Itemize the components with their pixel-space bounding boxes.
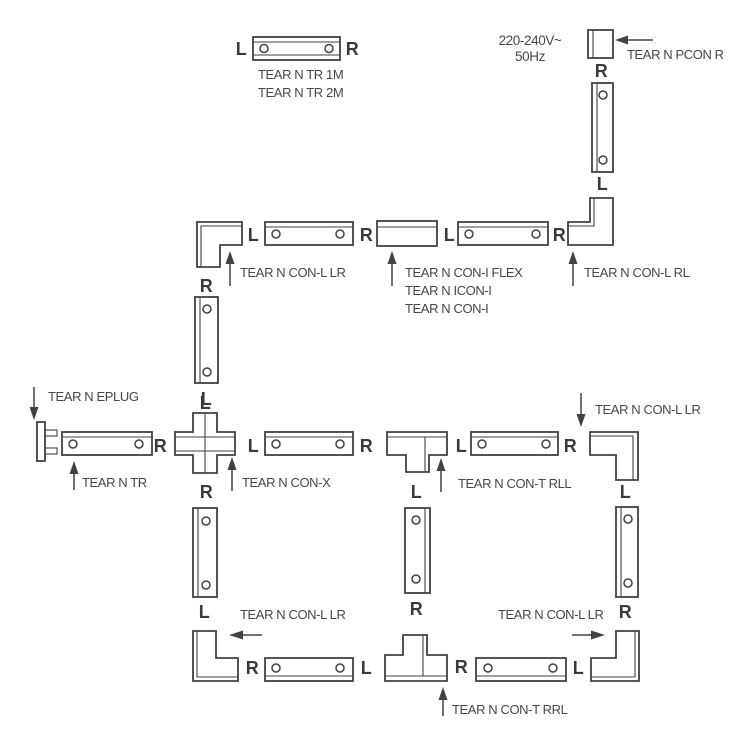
port-label: R	[410, 599, 423, 619]
vertical-track-east-lower	[615, 506, 639, 598]
port-label: R	[564, 436, 577, 456]
port-label: L	[620, 482, 631, 502]
port-label: R	[200, 276, 213, 296]
track-bottom-right	[475, 657, 567, 682]
label-tr-1m: TEAR N TR 1M	[258, 67, 343, 82]
port-label: L	[199, 602, 210, 622]
port-label: R	[246, 658, 259, 678]
port-label: R	[619, 602, 632, 622]
label-eplug: TEAR N EPLUG	[48, 389, 139, 404]
corner-connector-lr-bottomleft	[192, 630, 239, 682]
port-label: L	[201, 389, 212, 409]
label-icon-i: TEAR N ICON-I	[405, 283, 492, 298]
voltage-line2: 50Hz	[515, 49, 546, 64]
port-label: R	[346, 39, 359, 59]
port-label: L	[573, 658, 584, 678]
vertical-track-west-upper	[194, 296, 219, 384]
track-mid-center	[264, 431, 354, 456]
label-con-t-rrl: TEAR N CON-T RRL	[452, 702, 568, 717]
arrow-down-eplug	[29, 387, 39, 420]
port-label: L	[248, 436, 259, 456]
corner-connector-lr-row2	[196, 221, 243, 268]
arrow-up-con-i	[387, 251, 397, 286]
track-bottom-left	[264, 657, 354, 682]
corner-connector-lr-midright	[589, 431, 639, 481]
power-connector	[587, 29, 614, 59]
label-con-t-rll: TEAR N CON-T RLL	[458, 476, 571, 491]
label-con-l-rl: TEAR N CON-L RL	[584, 265, 690, 280]
port-label: L	[200, 393, 211, 413]
port-label: L	[597, 174, 608, 194]
label-pcon-r: TEAR N PCON R	[627, 47, 724, 62]
label-con-l-lr-bottomleft: TEAR N CON-L LR	[240, 607, 345, 622]
label-con-i-flex: TEAR N CON-I FLEX	[405, 265, 523, 280]
port-label: R	[553, 225, 566, 245]
port-label: R	[595, 61, 608, 81]
port-label: L	[411, 482, 422, 502]
vertical-track-mid	[404, 507, 431, 594]
arrow-up-con-l-rl	[568, 251, 578, 286]
port-label: L	[361, 658, 372, 678]
label-con-i: TEAR N CON-I	[405, 301, 488, 316]
port-label: L	[236, 39, 247, 59]
label-con-l-lr-midright: TEAR N CON-L LR	[595, 402, 700, 417]
voltage-line1: 220-240V~	[499, 33, 562, 48]
arrow-up-con-l-lr-row2	[225, 251, 235, 286]
port-label: R	[200, 482, 213, 502]
end-plug	[36, 421, 58, 462]
port-label: L	[444, 225, 455, 245]
label-tr: TEAR N TR	[82, 475, 147, 490]
port-label: L	[456, 436, 467, 456]
feed-track	[61, 431, 153, 456]
label-tr-2m: TEAR N TR 2M	[258, 85, 343, 100]
arrow-up-con-t-rrl	[438, 687, 448, 716]
corner-connector-lr-bottomright	[590, 630, 640, 682]
corner-connector-rl	[567, 197, 614, 246]
cross-connector	[174, 412, 236, 474]
t-connector-rll	[386, 431, 448, 473]
arrow-down-con-l-lr-midright	[576, 393, 586, 427]
port-label: R	[154, 436, 167, 456]
track-row2-right	[457, 221, 549, 246]
port-label: L	[248, 225, 259, 245]
track-mid-right	[470, 431, 559, 456]
port-label: R	[455, 657, 468, 677]
arrow-up-tr	[69, 461, 79, 490]
vertical-track-ne	[591, 82, 614, 173]
inline-connector-flex	[376, 220, 438, 247]
vertical-track-west-lower	[192, 507, 218, 598]
track-row2-left	[264, 221, 354, 246]
arrow-right-con-l-lr-bottomright	[572, 630, 605, 640]
sample-track	[252, 36, 341, 61]
port-label: R	[360, 225, 373, 245]
t-connector-rrl	[384, 634, 448, 682]
label-con-l-lr-bottomright: TEAR N CON-L LR	[498, 607, 603, 622]
port-label: R	[360, 436, 373, 456]
label-con-l-lr-row2: TEAR N CON-L LR	[240, 265, 345, 280]
arrow-left-pcon	[615, 35, 653, 45]
arrow-up-con-x	[227, 457, 237, 491]
label-con-x: TEAR N CON-X	[242, 475, 331, 490]
arrow-left-con-l-lr-bottomleft	[229, 630, 262, 640]
arrow-up-con-t-rll	[436, 458, 446, 492]
